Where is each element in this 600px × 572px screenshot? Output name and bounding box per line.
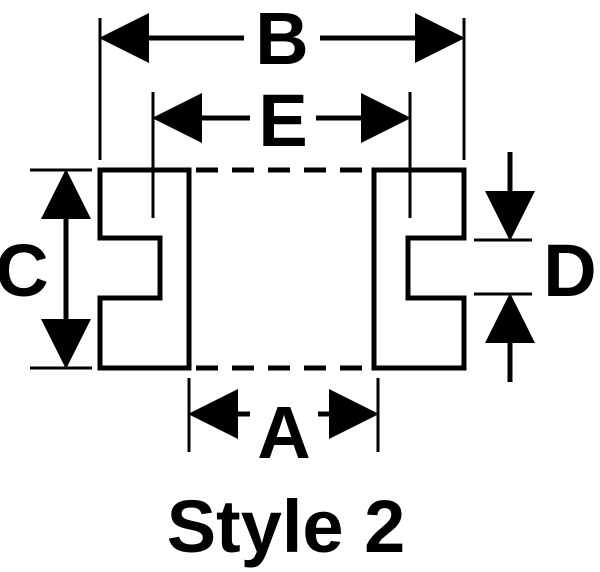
dim-c-label: C <box>0 229 49 312</box>
dim-b-label: B <box>255 0 308 80</box>
dim-e-label: E <box>258 79 307 162</box>
dim-d-label: D <box>543 229 596 312</box>
left-profile <box>97 167 192 371</box>
dimension-arrows <box>41 12 535 439</box>
diagram-caption: Style 2 <box>167 485 406 568</box>
part-outline <box>97 167 467 371</box>
dashed-connectors <box>196 167 368 371</box>
right-profile <box>371 167 467 371</box>
dim-a-label: A <box>257 391 310 474</box>
